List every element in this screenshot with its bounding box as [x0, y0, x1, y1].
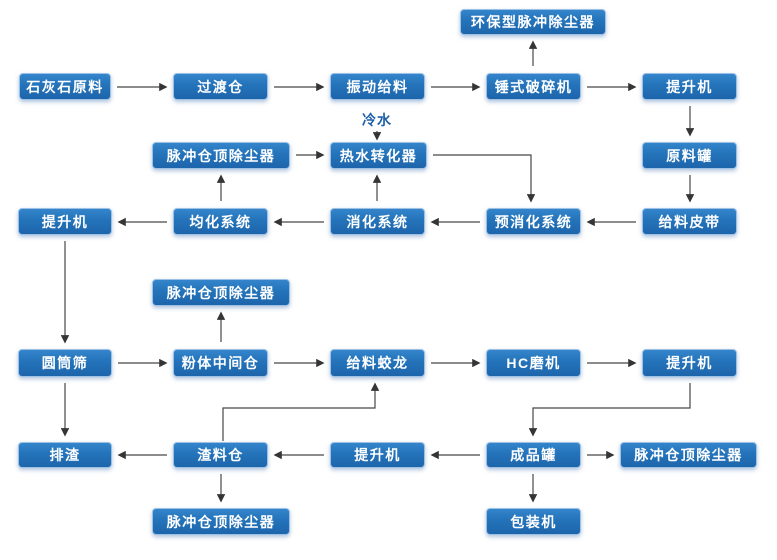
flow-node-label: 给料皮带	[658, 213, 721, 230]
flow-node-digestion-system: 消化系统	[330, 208, 425, 235]
flow-node-transition-silo: 过渡仓	[173, 73, 268, 100]
flow-node-label: 提升机	[666, 355, 713, 371]
flow-node-silo-top-dust-collector-4: 脉冲仓顶除尘器	[152, 508, 290, 535]
flow-node-hc-mill: HC磨机	[486, 349, 581, 377]
flow-node-label: 热水转化器	[339, 147, 418, 164]
flow-node-elevator-2: 提升机	[18, 208, 112, 235]
flow-node-label: 圆筒筛	[41, 355, 89, 371]
flow-node-label: 预消化系统	[494, 213, 573, 230]
flow-node-hammer-crusher: 锤式破碎机	[486, 73, 581, 100]
edge-elevator-3--finished-product-tank	[528, 383, 691, 437]
flow-node-hot-water-converter: 热水转化器	[330, 142, 427, 169]
flow-node-label: 包装机	[510, 513, 557, 530]
flow-node-drum-screen: 圆筒筛	[18, 349, 112, 377]
flow-node-elevator-4: 提升机	[330, 442, 425, 468]
flow-node-elevator-3: 提升机	[642, 349, 737, 377]
flow-node-label: 过渡仓	[197, 78, 244, 95]
flow-node-label: 提升机	[666, 78, 713, 95]
flow-node-finished-product-tank: 成品罐	[486, 442, 581, 468]
flow-node-label: 脉冲仓顶除尘器	[166, 284, 276, 301]
flow-node-label: 脉冲仓顶除尘器	[634, 447, 743, 463]
flow-node-packing-machine: 包装机	[486, 508, 581, 535]
flow-node-label: 锤式破碎机	[494, 78, 573, 95]
flow-node-label: 环保型脉冲除尘器	[471, 14, 595, 30]
flow-node-label: 排渣	[49, 447, 81, 463]
flow-node-limestone-raw-material: 石灰石原料	[19, 73, 111, 100]
flow-node-label: 给料蛟龙	[346, 355, 409, 371]
edge-slag-silo--feeding-screw	[222, 382, 380, 441]
flow-node-label: 脉冲仓顶除尘器	[166, 147, 276, 164]
flow-node-slag-discharge: 排渣	[18, 442, 112, 468]
flow-node-feeding-screw: 给料蛟龙	[330, 349, 425, 377]
flow-node-env-pulse-dust-collector: 环保型脉冲除尘器	[460, 9, 606, 35]
flow-node-vibrating-feeder: 振动给料	[330, 73, 425, 100]
flow-node-label: 渣料仓	[197, 447, 244, 463]
flow-node-label: 原料罐	[666, 147, 713, 164]
flow-node-homogenization-system: 均化系统	[173, 208, 268, 235]
flow-node-feeding-belt: 给料皮带	[642, 208, 737, 235]
flow-node-powder-intermediate-silo: 粉体中间仓	[173, 349, 268, 377]
edge-hot-water-converter--pre-digestion-system	[433, 154, 536, 203]
flow-node-silo-top-dust-collector-3: 脉冲仓顶除尘器	[620, 442, 757, 468]
flow-node-label: 脉冲仓顶除尘器	[166, 513, 276, 530]
flow-node-label: 提升机	[41, 213, 89, 230]
flow-node-silo-top-dust-collector-1: 脉冲仓顶除尘器	[152, 142, 290, 169]
flow-node-silo-top-dust-collector-2: 脉冲仓顶除尘器	[152, 279, 290, 306]
flow-node-label: HC磨机	[506, 355, 561, 371]
flow-node-label: 消化系统	[346, 213, 409, 230]
flow-node-label: 粉体中间仓	[181, 355, 260, 371]
flow-node-slag-silo: 渣料仓	[173, 442, 268, 468]
flow-node-label: 石灰石原料	[26, 78, 104, 95]
flow-node-elevator-1: 提升机	[642, 73, 737, 100]
flow-node-raw-material-tank: 原料罐	[642, 142, 737, 169]
flow-node-label: 振动给料	[346, 78, 409, 95]
cold-water-label: 冷水	[362, 112, 392, 128]
flow-node-pre-digestion-system: 预消化系统	[486, 208, 581, 235]
flow-node-label: 均化系统	[189, 213, 252, 230]
flow-node-label: 成品罐	[510, 447, 557, 463]
flow-node-label: 提升机	[354, 447, 401, 463]
